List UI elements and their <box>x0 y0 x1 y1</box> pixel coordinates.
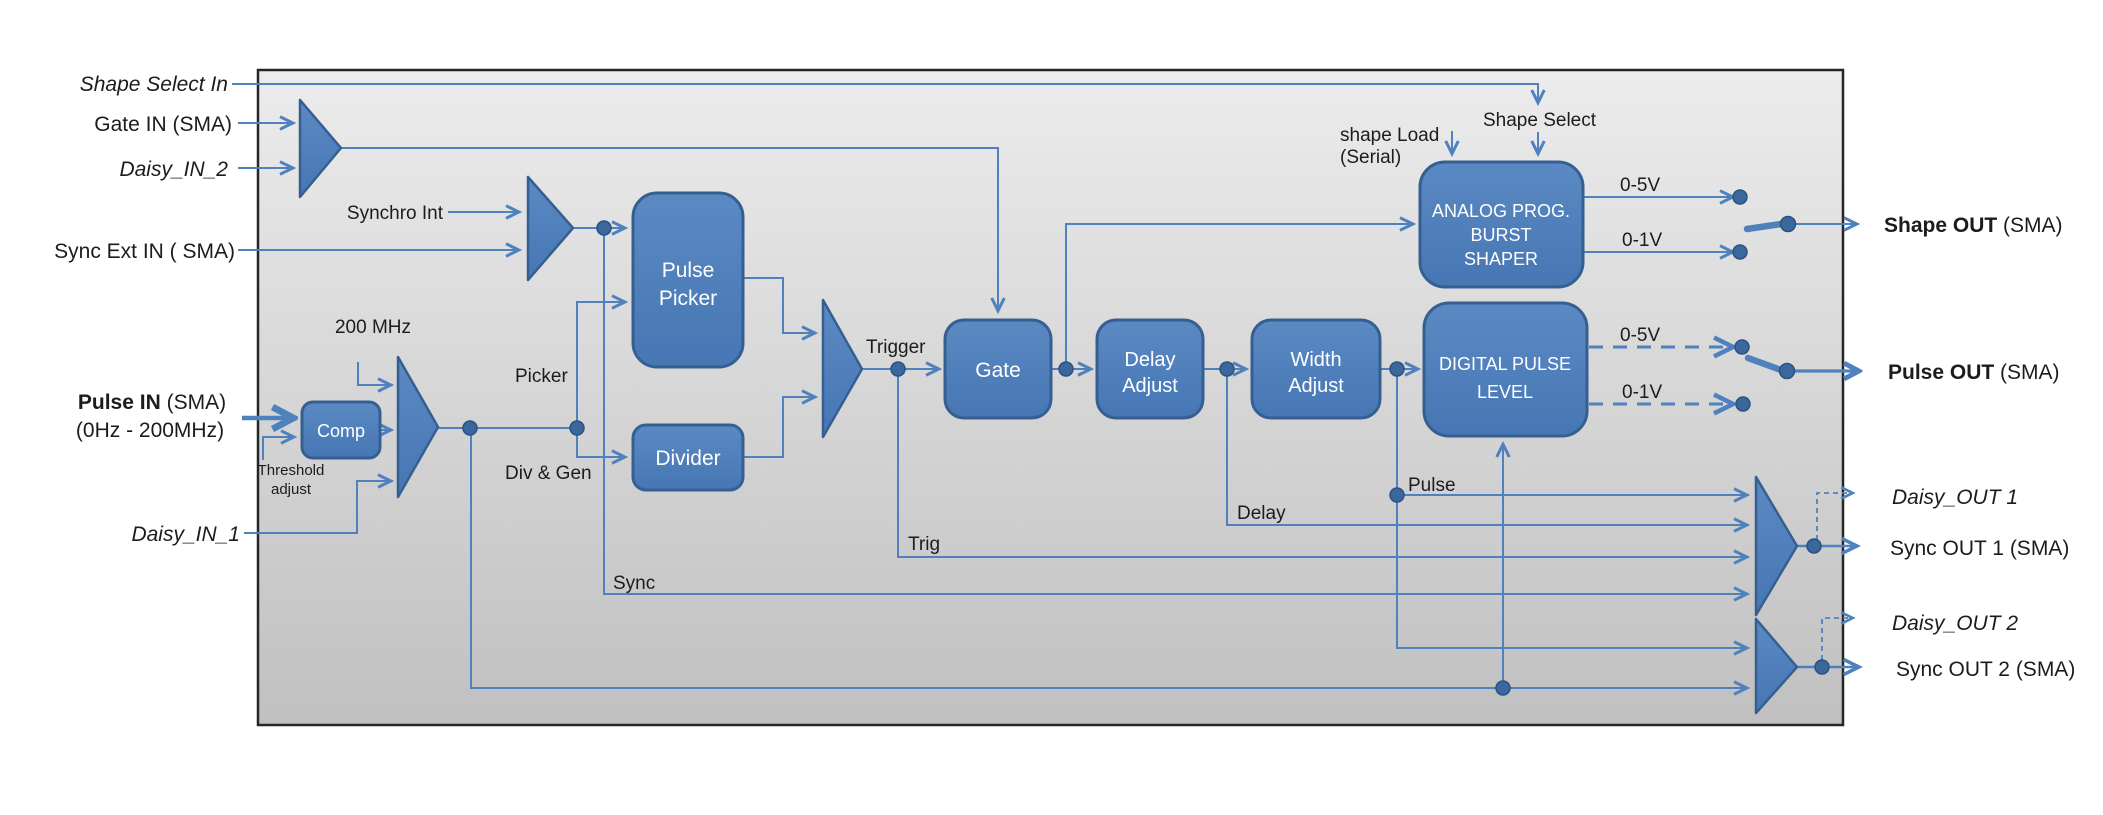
comp-block-label: Comp <box>317 421 365 441</box>
contact-pulse-0-5v <box>1734 339 1750 355</box>
label-200mhz: 200 MHz <box>335 317 411 338</box>
junction-sync <box>596 220 612 236</box>
contact-shape-0-1v <box>1732 244 1748 260</box>
junction-width-out <box>1389 361 1405 377</box>
label-gate-in: Gate IN (SMA) <box>94 113 232 136</box>
digital-pulse-level-block <box>1422 301 1589 438</box>
comp-block <box>300 400 382 460</box>
label-pulse-in-range: (0Hz - 200MHz) <box>76 419 224 442</box>
label-threshold-1: Threshold <box>258 462 325 479</box>
label-pulse-in: Pulse IN (SMA) <box>78 391 226 414</box>
label-trig-wire: Trig <box>908 534 940 555</box>
pulse-picker-block <box>631 191 745 369</box>
label-threshold-2: adjust <box>271 481 312 498</box>
label-shaper-0-1v: 0-1V <box>1622 230 1662 251</box>
wire-daisy-in-1 <box>244 481 390 534</box>
junction-comp-out-1 <box>462 420 478 436</box>
clock-mux-triangle <box>396 355 440 499</box>
label-daisy-out-1: Daisy_OUT 1 <box>1892 486 2018 509</box>
gate-input-mux-triangle <box>298 98 343 199</box>
wire-pulsepicker-out <box>743 277 814 333</box>
pulse-picker-label-2: Picker <box>659 287 717 310</box>
label-daisy-in-2: Daisy_IN_2 <box>119 158 228 181</box>
junction-pulse-branch <box>1389 487 1405 503</box>
wire-daisy-out-2 <box>1821 618 1852 660</box>
wire-divider-out <box>743 397 814 458</box>
label-shape-select: Shape Select <box>1483 110 1597 131</box>
burst-shaper-label-1: ANALOG PROG. <box>1432 201 1570 221</box>
label-trigger: Trigger <box>866 337 926 358</box>
label-sync-wire: Sync <box>613 573 655 594</box>
divider-label: Divider <box>655 447 720 470</box>
gate-block <box>943 318 1053 420</box>
wire-200mhz <box>357 362 390 385</box>
label-shape-load-1: shape Load <box>1340 125 1439 146</box>
burst-shaper-label-3: SHAPER <box>1464 249 1538 269</box>
label-delay-wire: Delay <box>1237 503 1286 524</box>
label-shaper-0-5v: 0-5V <box>1620 175 1660 196</box>
label-dpl-0-1v: 0-1V <box>1622 382 1662 403</box>
pivot-shape-switch <box>1779 215 1797 233</box>
label-daisy-out-2: Daisy_OUT 2 <box>1892 612 2018 635</box>
contact-shape-0-5v <box>1732 189 1748 205</box>
junction-sync-out-2 <box>1814 659 1830 675</box>
divider-block <box>631 423 745 492</box>
label-shape-out: Shape OUT (SMA) <box>1884 214 2063 237</box>
width-adjust-label-1: Width <box>1290 349 1341 371</box>
contact-pulse-0-1v <box>1735 396 1751 412</box>
label-daisy-in-1: Daisy_IN_1 <box>131 523 240 546</box>
width-adjust-block <box>1250 318 1382 420</box>
wire-pulse-to-mux2 <box>1396 369 1746 648</box>
delay-adjust-label-1: Delay <box>1124 349 1175 371</box>
pulse-picker-label-1: Pulse <box>662 259 715 282</box>
junction-sync-out-1 <box>1806 538 1822 554</box>
junction-comp-out-2 <box>569 420 585 436</box>
wire-threshold-adjust <box>262 437 293 460</box>
wire-daisy-out-1 <box>1816 493 1852 540</box>
shape-output-switch-lever <box>1743 220 1785 233</box>
burst-shaper-label-2: BURST <box>1470 225 1531 245</box>
label-sync-out-1: Sync OUT 1 (SMA) <box>1890 537 2069 560</box>
burst-shaper-block <box>1418 160 1585 289</box>
wire-bottom-raw-line <box>470 428 1746 688</box>
delay-adjust-label-2: Adjust <box>1122 375 1178 397</box>
label-shape-select-in: Shape Select In <box>80 73 228 96</box>
label-shape-load-2: (Serial) <box>1340 147 1401 168</box>
junction-gate-out <box>1058 361 1074 377</box>
wire-divider-feed <box>576 428 624 457</box>
junction-trigger <box>890 361 906 377</box>
label-pulse-out: Pulse OUT (SMA) <box>1888 361 2060 384</box>
sync-out-1-mux-triangle <box>1754 475 1799 617</box>
label-div-gen: Div & Gen <box>505 463 592 484</box>
wire-gate-to-shaper <box>1065 224 1412 369</box>
junction-delay-out <box>1219 361 1235 377</box>
label-sync-ext-in: Sync Ext IN ( SMA) <box>54 240 235 263</box>
label-picker: Picker <box>515 366 568 387</box>
digital-pulse-level-label-2: LEVEL <box>1477 382 1533 402</box>
wire-gatemux-to-gate <box>341 147 998 310</box>
sync-input-mux-triangle <box>526 175 575 282</box>
width-adjust-label-2: Adjust <box>1288 375 1344 397</box>
label-pulse-wire: Pulse <box>1408 475 1456 496</box>
digital-pulse-level-label-1: DIGITAL PULSE <box>1439 354 1571 374</box>
wire-trig-line <box>897 369 1746 557</box>
label-synchro-int: Synchro Int <box>347 203 444 224</box>
label-sync-out-2: Sync OUT 2 (SMA) <box>1896 658 2075 681</box>
wire-shape-select-in <box>232 83 1538 102</box>
trigger-mux-triangle <box>821 298 864 439</box>
gate-label: Gate <box>975 359 1021 382</box>
wire-sync-line <box>603 228 1746 594</box>
sync-out-2-mux-triangle <box>1754 617 1799 715</box>
label-dpl-0-5v: 0-5V <box>1620 325 1660 346</box>
pivot-pulse-switch <box>1778 362 1796 380</box>
pulse-output-switch-lever <box>1744 354 1785 374</box>
wire-delay-line <box>1226 369 1746 525</box>
junction-raw-branch <box>1495 680 1511 696</box>
wire-picker-feed <box>576 302 624 428</box>
delay-adjust-block <box>1095 318 1205 420</box>
